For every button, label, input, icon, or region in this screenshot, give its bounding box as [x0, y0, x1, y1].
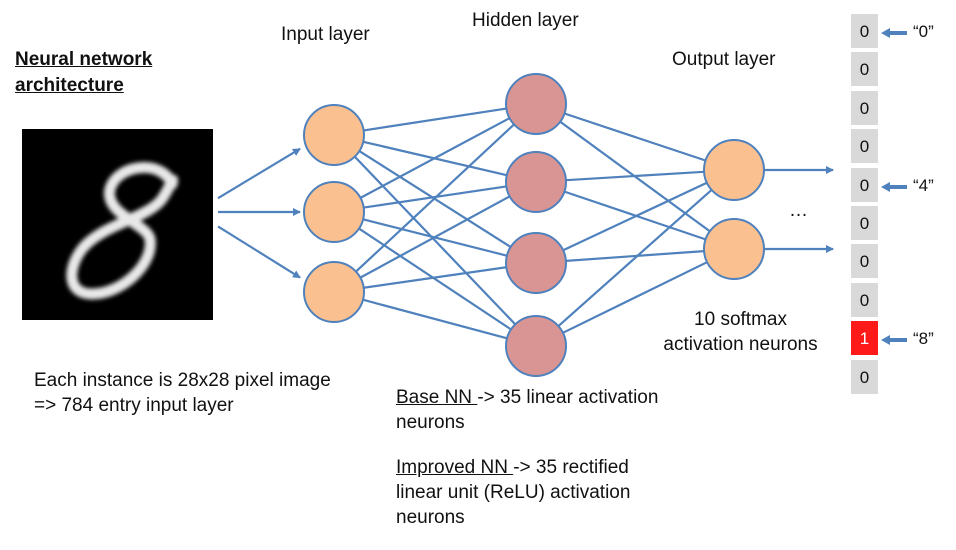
hidden-layer-label: Hidden layer [472, 10, 579, 31]
input-arrow-1 [217, 147, 301, 200]
edge-input-2-hidden-1 [359, 117, 511, 199]
left-arrow-icon [881, 27, 907, 38]
left-arrow-icon [881, 334, 907, 345]
edge-hidden-3-output-2 [565, 250, 705, 262]
input-arrow-3 [217, 225, 301, 279]
output-cell-0: 0 [851, 14, 878, 50]
pointer-zero-label: “0” [913, 22, 934, 41]
edge-input-1-hidden-4 [353, 155, 517, 326]
pointer-zero: “0” [881, 22, 934, 42]
edge-hidden-2-output-1 [565, 170, 705, 182]
edge-hidden-1-output-1 [564, 112, 706, 162]
output-layer-label: Output layer [672, 49, 776, 70]
base-nn-label: Base NN [396, 387, 478, 408]
improved-nn-label: Improved NN [396, 457, 514, 478]
output-cell-2: 0 [851, 90, 878, 127]
edge-input-3-hidden-4 [362, 298, 508, 340]
output-cell-1: 0 [851, 52, 878, 89]
pointer-eight-label: “8” [913, 329, 934, 348]
edge-hidden-4-output-1 [557, 189, 713, 327]
edge-input-1-hidden-1 [363, 107, 507, 132]
instance-note: Each instance is 28x28 pixel image => 78… [34, 368, 331, 418]
softmax-line-2: activation neurons [663, 334, 818, 355]
base-nn-desc: -> 35 linear activation [477, 387, 659, 408]
hidden-neuron-3 [505, 232, 567, 294]
output-cell-7: 0 [851, 282, 878, 319]
improved-nn-line-3: neurons [396, 507, 465, 528]
edge-input-2-hidden-4 [358, 227, 512, 331]
output-cell-5: 0 [851, 206, 878, 242]
improved-nn-note: Improved NN -> 35 rectified linear unit … [396, 455, 630, 530]
left-arrow-icon [881, 181, 907, 192]
improved-nn-line-2: linear unit (ReLU) activation [396, 482, 631, 503]
hidden-neuron-4 [505, 315, 567, 377]
output-neuron-1 [703, 139, 765, 201]
softmax-line-1: 10 softmax [694, 309, 787, 330]
instance-line-2: => 784 entry input layer [34, 395, 234, 416]
softmax-note: 10 softmax activation neurons [648, 307, 833, 357]
hidden-neuron-2 [505, 151, 567, 213]
input-layer-label: Input layer [281, 24, 370, 45]
edge-input-3-hidden-1 [355, 123, 515, 273]
output-cell-9: 0 [851, 359, 878, 396]
output-cell-8: 1 [851, 321, 878, 358]
edge-input-3-hidden-2 [359, 195, 511, 279]
ellipsis: … [789, 200, 808, 221]
pointer-four-label: “4” [913, 176, 934, 195]
pointer-four: “4” [881, 176, 934, 196]
title-line-1: Neural network [15, 49, 153, 70]
input-neuron-2 [303, 181, 365, 243]
mnist-digit-image [22, 129, 213, 320]
title-line-2: architecture [15, 75, 124, 96]
hidden-neuron-1 [505, 73, 567, 135]
output-neuron-2 [703, 218, 765, 280]
edge-hidden-3-output-1 [562, 181, 708, 252]
pointer-eight: “8” [881, 329, 934, 349]
input-neuron-3 [303, 261, 365, 323]
edge-hidden-4-output-2 [562, 261, 708, 334]
output-cell-4: 0 [851, 167, 878, 204]
output-cell-6: 0 [851, 244, 878, 281]
base-nn-note: Base NN -> 35 linear activation neurons [396, 385, 658, 435]
output-cell-3: 0 [851, 129, 878, 166]
input-neuron-1 [303, 104, 365, 166]
diagram-title: Neural network architecture [15, 47, 152, 99]
instance-line-1: Each instance is 28x28 pixel image [34, 370, 331, 391]
edge-input-3-hidden-3 [363, 266, 507, 289]
base-nn-line-2: neurons [396, 412, 465, 433]
improved-nn-desc: -> 35 rectified [513, 457, 629, 478]
